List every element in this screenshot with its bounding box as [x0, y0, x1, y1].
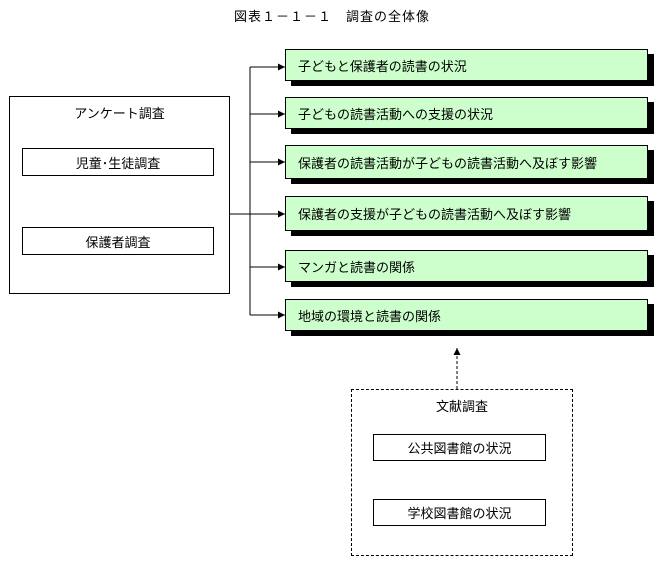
literature-heading: 文献調査: [435, 400, 488, 415]
student-survey-box: 児童･生徒調査: [22, 148, 214, 176]
outcome-box-6: 地域の環境と読書の関係: [285, 299, 648, 331]
figure-title: 図表１－１－１ 調査の全体像: [233, 10, 430, 25]
questionnaire-box: アンケート調査: [9, 96, 230, 294]
public-library-box: 公共図書館の状況: [373, 434, 546, 461]
outcome-box-1: 子どもと保護者の読書の状況: [285, 49, 648, 81]
literature-box: 文献調査: [351, 389, 573, 556]
parent-survey-box: 保護者調査: [22, 227, 214, 255]
outcome-box-4: 保護者の支援が子どもの読書活動へ及ぼす影響: [285, 196, 648, 231]
outcome-box-5: マンガと読書の関係: [285, 250, 648, 282]
outcome-box-3: 保護者の読書活動が子どもの読書活動へ及ぼす影響: [285, 145, 648, 179]
outcome-box-2: 子どもの読書活動への支援の状況: [285, 97, 648, 129]
school-library-box: 学校図書館の状況: [373, 499, 546, 526]
questionnaire-heading: アンケート調査: [74, 107, 165, 122]
